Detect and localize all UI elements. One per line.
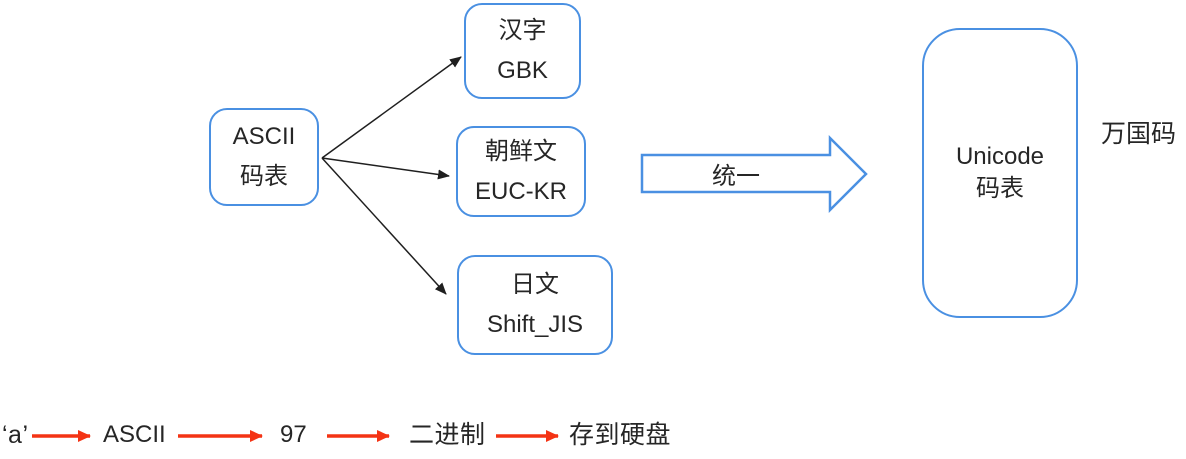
- node-shiftjis-line2: Shift_JIS: [486, 311, 584, 338]
- flow-item-97: 97: [280, 421, 307, 448]
- node-ascii-table: ASCII 码表: [209, 108, 319, 206]
- node-gbk-line2: GBK: [497, 57, 548, 84]
- unicode-note-label: 万国码: [1101, 120, 1177, 148]
- node-euckr-line1: 朝鲜文: [485, 137, 557, 165]
- node-gbk: 汉字 GBK: [464, 3, 581, 99]
- node-shiftjis: 日文 Shift_JIS: [457, 255, 613, 355]
- flow-item-char-a: ‘a’: [2, 421, 29, 449]
- flow-item-ascii: ASCII: [103, 421, 166, 448]
- node-unicode-line2: 码表: [976, 175, 1024, 202]
- unify-block-arrow-icon: [640, 134, 868, 214]
- flow-item-save-to-disk: 存到硬盘: [569, 421, 672, 449]
- arrow-ascii-to-euckr: [321, 157, 450, 180]
- node-euckr: 朝鲜文 EUC-KR: [456, 126, 586, 217]
- node-unicode-line1: Unicode: [955, 143, 1045, 170]
- arrow-ascii-to-gbk: [321, 56, 462, 159]
- node-shiftjis-line1: 日文: [511, 271, 559, 298]
- node-gbk-line1: 汉字: [498, 17, 547, 44]
- flow-item-binary: 二进制: [409, 421, 486, 449]
- node-unicode-table: Unicode 码表: [922, 28, 1078, 318]
- node-euckr-line2: EUC-KR: [474, 177, 567, 205]
- node-ascii-line2: 码表: [240, 163, 288, 190]
- node-ascii-line1: ASCII: [232, 123, 296, 150]
- unify-arrow-label: 统一: [712, 162, 760, 190]
- arrow-ascii-to-shiftjis: [321, 157, 447, 295]
